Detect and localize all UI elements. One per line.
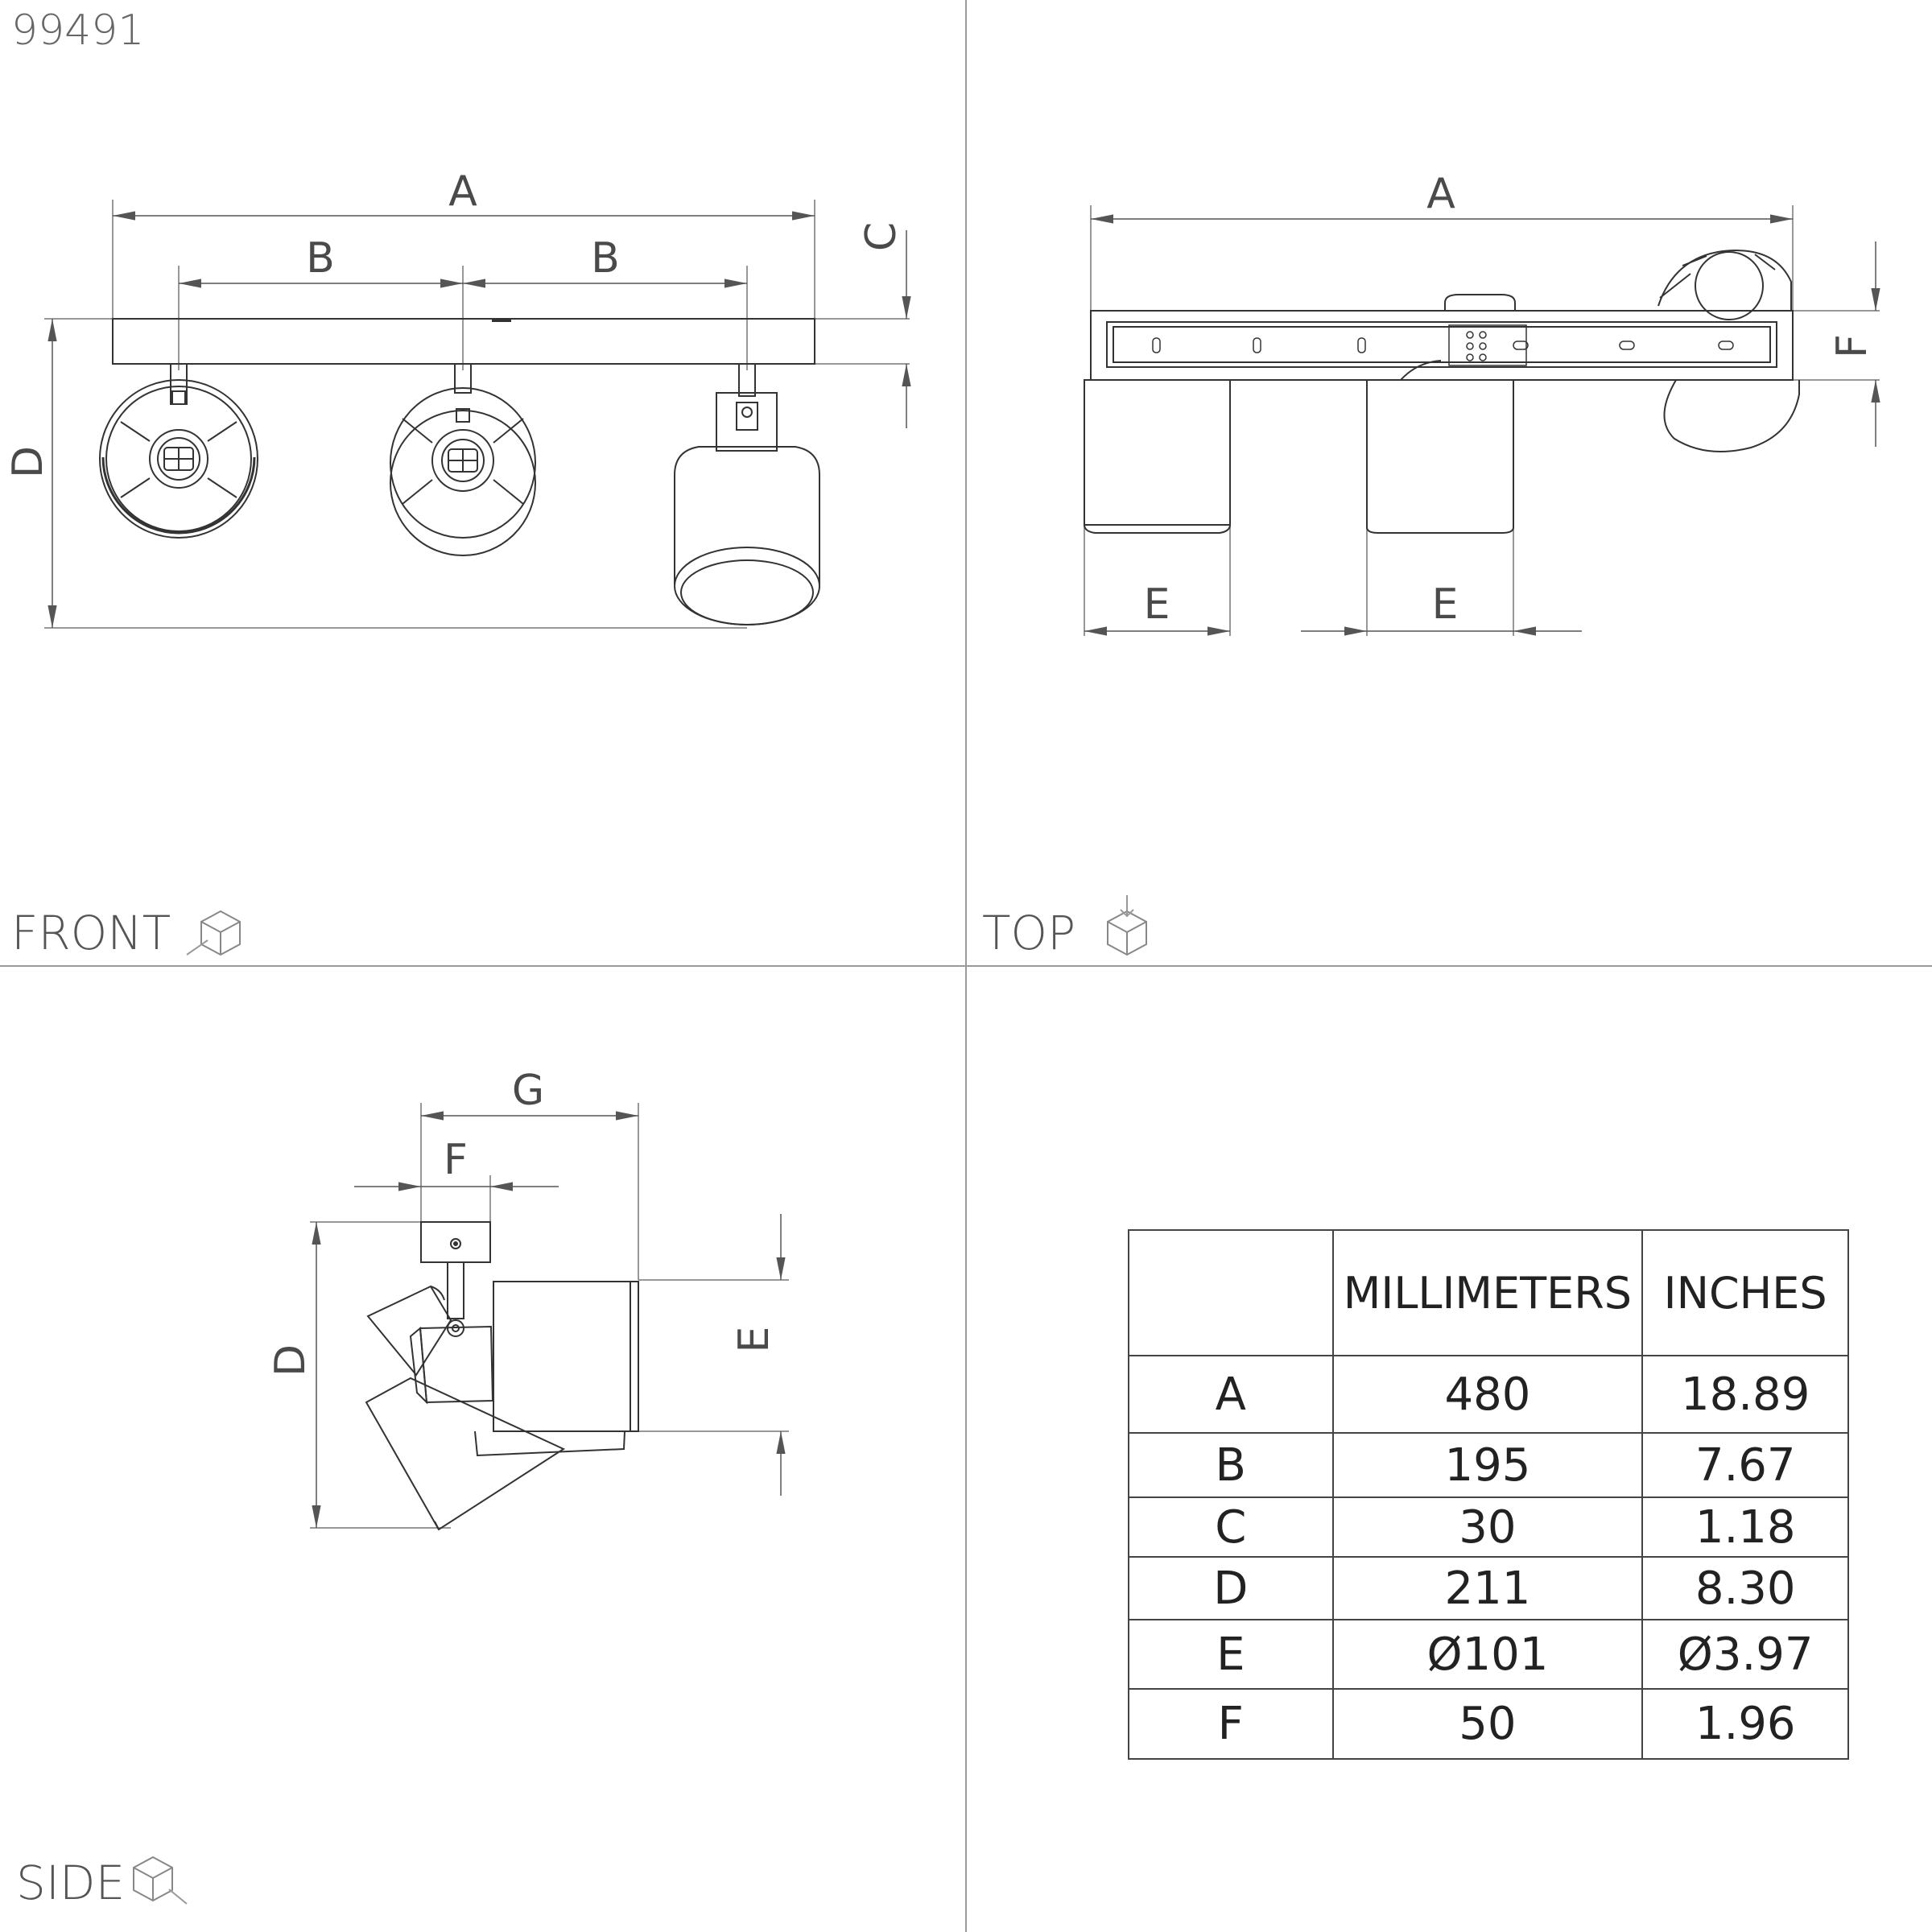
top-view-drawing xyxy=(1084,205,1880,636)
top-dim-e2: E xyxy=(1432,580,1459,629)
front-dimension-labels: A B B C D xyxy=(4,167,906,478)
top-dimension-labels: A E E F xyxy=(1144,170,1876,629)
header-empty-cell xyxy=(1128,1229,1334,1356)
table-row: E Ø101 Ø3.97 xyxy=(1128,1619,1849,1690)
side-dim-g: G xyxy=(512,1067,544,1115)
horizontal-divider xyxy=(0,965,1932,967)
table-header-row: MILLIMETERS INCHES xyxy=(1128,1229,1849,1356)
table-row: A 480 18.89 xyxy=(1128,1355,1849,1434)
dim-mm: 195 xyxy=(1331,1432,1644,1498)
dim-mm: 30 xyxy=(1331,1496,1644,1558)
front-dim-d: D xyxy=(4,446,52,478)
table-row: F 50 1.96 xyxy=(1128,1688,1849,1760)
dim-letter: A xyxy=(1128,1355,1334,1434)
front-dim-b1: B xyxy=(306,234,335,283)
side-dim-f: F xyxy=(444,1136,468,1184)
top-cube-icon xyxy=(1107,895,1147,956)
top-view-title: TOP xyxy=(982,906,1076,960)
dim-in: 1.18 xyxy=(1641,1496,1849,1558)
header-millimeters: MILLIMETERS xyxy=(1331,1229,1644,1356)
dim-in: 8.30 xyxy=(1641,1556,1849,1620)
table-row: C 30 1.18 xyxy=(1128,1496,1849,1558)
side-cube-icon xyxy=(133,1856,188,1905)
dim-letter: E xyxy=(1128,1619,1334,1690)
top-dim-f: F xyxy=(1828,334,1876,358)
front-view-drawing xyxy=(44,200,911,629)
header-inches: INCHES xyxy=(1641,1229,1849,1356)
dim-mm: Ø101 xyxy=(1331,1619,1644,1690)
front-dim-a: A xyxy=(448,167,477,216)
dim-mm: 480 xyxy=(1331,1355,1644,1434)
side-dim-e: E xyxy=(730,1327,778,1353)
top-dim-e1: E xyxy=(1144,580,1170,629)
dim-in: 18.89 xyxy=(1641,1355,1849,1434)
side-view-title: SIDE xyxy=(16,1856,126,1910)
dim-letter: B xyxy=(1128,1432,1334,1498)
dim-in: 1.96 xyxy=(1641,1688,1849,1760)
front-dim-b2: B xyxy=(591,234,620,283)
dim-in: 7.67 xyxy=(1641,1432,1849,1498)
front-cube-icon xyxy=(186,910,241,956)
dim-letter: D xyxy=(1128,1556,1334,1620)
table-row: B 195 7.67 xyxy=(1128,1432,1849,1498)
side-view-drawing xyxy=(310,1103,789,1531)
top-dim-a: A xyxy=(1426,170,1455,218)
dimensions-table: MILLIMETERS INCHES A 480 18.89 B 195 7.6… xyxy=(1128,1229,1849,1760)
dim-mm: 211 xyxy=(1331,1556,1644,1620)
dim-in: Ø3.97 xyxy=(1641,1619,1849,1690)
side-dimension-labels: G F D E xyxy=(266,1067,778,1377)
side-dim-d: D xyxy=(266,1344,315,1377)
table-row: D 211 8.30 xyxy=(1128,1556,1849,1620)
dim-letter: F xyxy=(1128,1688,1334,1760)
dim-letter: C xyxy=(1128,1496,1334,1558)
dim-mm: 50 xyxy=(1331,1688,1644,1760)
front-dim-c: C xyxy=(857,222,906,251)
front-view-title: FRONT xyxy=(11,906,171,960)
model-number: 99491 xyxy=(11,6,145,55)
